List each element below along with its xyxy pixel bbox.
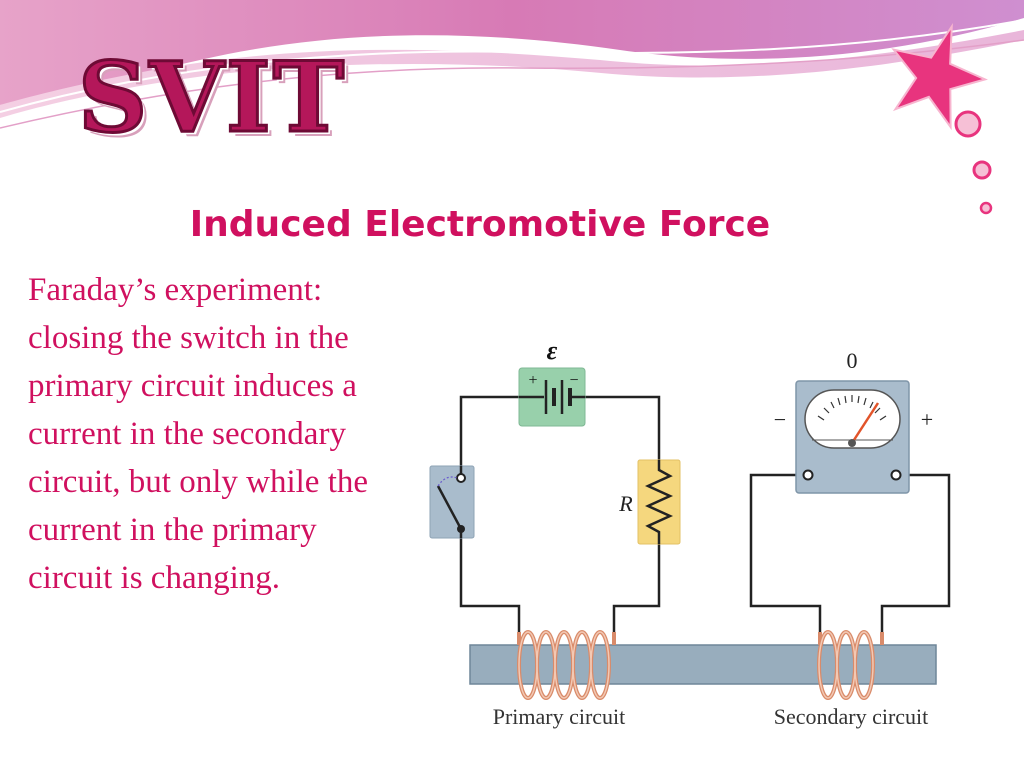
star-decoration xyxy=(891,22,993,215)
primary-circuit-wire xyxy=(459,395,661,632)
primary-circuit-label: Primary circuit xyxy=(493,704,626,729)
secondary-circuit-label: Secondary circuit xyxy=(774,704,929,729)
iron-bar xyxy=(469,644,937,685)
faraday-experiment-diagram: + − ε R xyxy=(429,336,951,729)
logo: SVIT xyxy=(76,41,347,154)
star-icon xyxy=(891,22,988,131)
meter-zero-label: 0 xyxy=(847,348,858,373)
battery-plus-label: + xyxy=(528,372,537,389)
switch xyxy=(429,465,475,539)
slide-title: Induced Electromotive Force xyxy=(189,204,771,245)
meter-needle xyxy=(850,402,880,444)
meter-minus-label: − xyxy=(774,407,786,432)
meter-plus-label: + xyxy=(921,407,933,432)
secondary-circuit-wire xyxy=(749,473,951,632)
large-circle xyxy=(954,110,982,138)
small-circle xyxy=(979,201,993,215)
battery: + − xyxy=(518,367,586,427)
body-text: Faraday’s experiment: closing the switch… xyxy=(28,272,369,596)
resistor xyxy=(637,459,681,545)
secondary-coil xyxy=(817,630,884,700)
medium-circle xyxy=(972,160,992,180)
galvanometer xyxy=(795,380,910,494)
header-wave-banner xyxy=(0,0,1024,129)
resistor-label: R xyxy=(618,491,633,516)
emf-label: ε xyxy=(547,336,558,365)
primary-coil xyxy=(517,630,616,700)
battery-minus-label: − xyxy=(569,372,578,389)
